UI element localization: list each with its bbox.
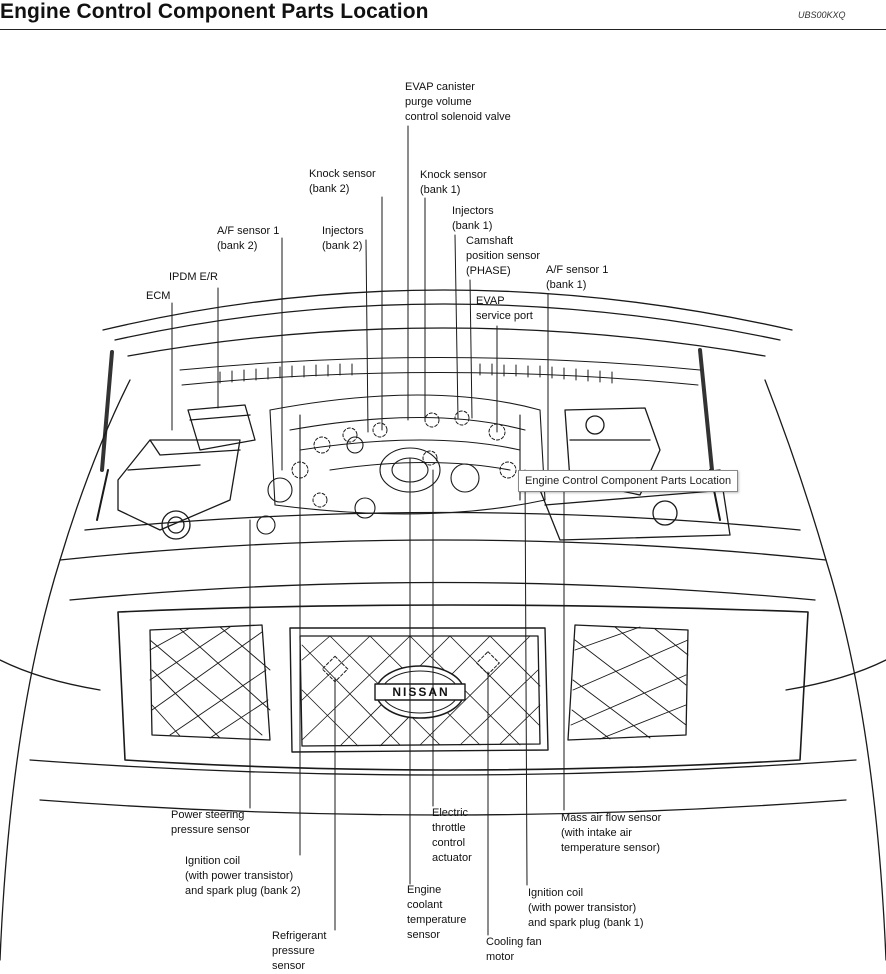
label-camshaft-position-sensor: Camshaft position sensor (PHASE): [466, 235, 540, 277]
label-cooling-fan-motor: Cooling fan motor: [486, 936, 542, 963]
label-af-sensor1-bank2: A/F sensor 1 (bank 2): [217, 225, 280, 252]
label-ipdm-er: IPDM E/R: [169, 271, 218, 283]
label-evap-service-port: EVAP service port: [476, 295, 533, 322]
label-knock-sensor-bank2: Knock sensor (bank 2): [309, 168, 376, 195]
label-mass-air-flow-sensor: Mass air flow sensor (with intake air te…: [561, 812, 662, 854]
leader-lines: [171, 125, 565, 936]
label-injectors-bank1: Injectors (bank 1): [452, 205, 494, 232]
component-markers: [291, 410, 517, 683]
document-code: UBS00KXQ: [798, 10, 846, 20]
label-electric-throttle-control-actuator: Electric throttle control actuator: [432, 807, 472, 864]
label-knock-sensor-bank1: Knock sensor (bank 1): [420, 169, 487, 196]
page-title: Engine Control Component Parts Location: [0, 0, 429, 23]
hover-tooltip: Engine Control Component Parts Location: [518, 470, 739, 492]
title-divider: [0, 29, 886, 30]
cowl-vents: [179, 357, 701, 386]
label-evap-canister-purge: EVAP canister purge volume control solen…: [405, 81, 511, 123]
label-af-sensor1-bank1: A/F sensor 1 (bank 1): [546, 264, 609, 291]
label-engine-coolant-temperature-sensor: Engine coolant temperature sensor: [407, 884, 467, 941]
label-ignition-coil-bank1: Ignition coil (with power transistor) an…: [528, 887, 644, 929]
label-power-steering-pressure-sensor: Power steering pressure sensor: [171, 809, 250, 836]
nissan-logo: NISSAN: [392, 685, 450, 699]
grille: [117, 604, 809, 771]
label-ecm: ECM: [146, 290, 171, 302]
label-ignition-coil-bank2: Ignition coil (with power transistor) an…: [185, 855, 301, 897]
label-injectors-bank2: Injectors (bank 2): [322, 225, 364, 252]
label-refrigerant-pressure-sensor: Refrigerant pressure sensor: [272, 930, 327, 972]
